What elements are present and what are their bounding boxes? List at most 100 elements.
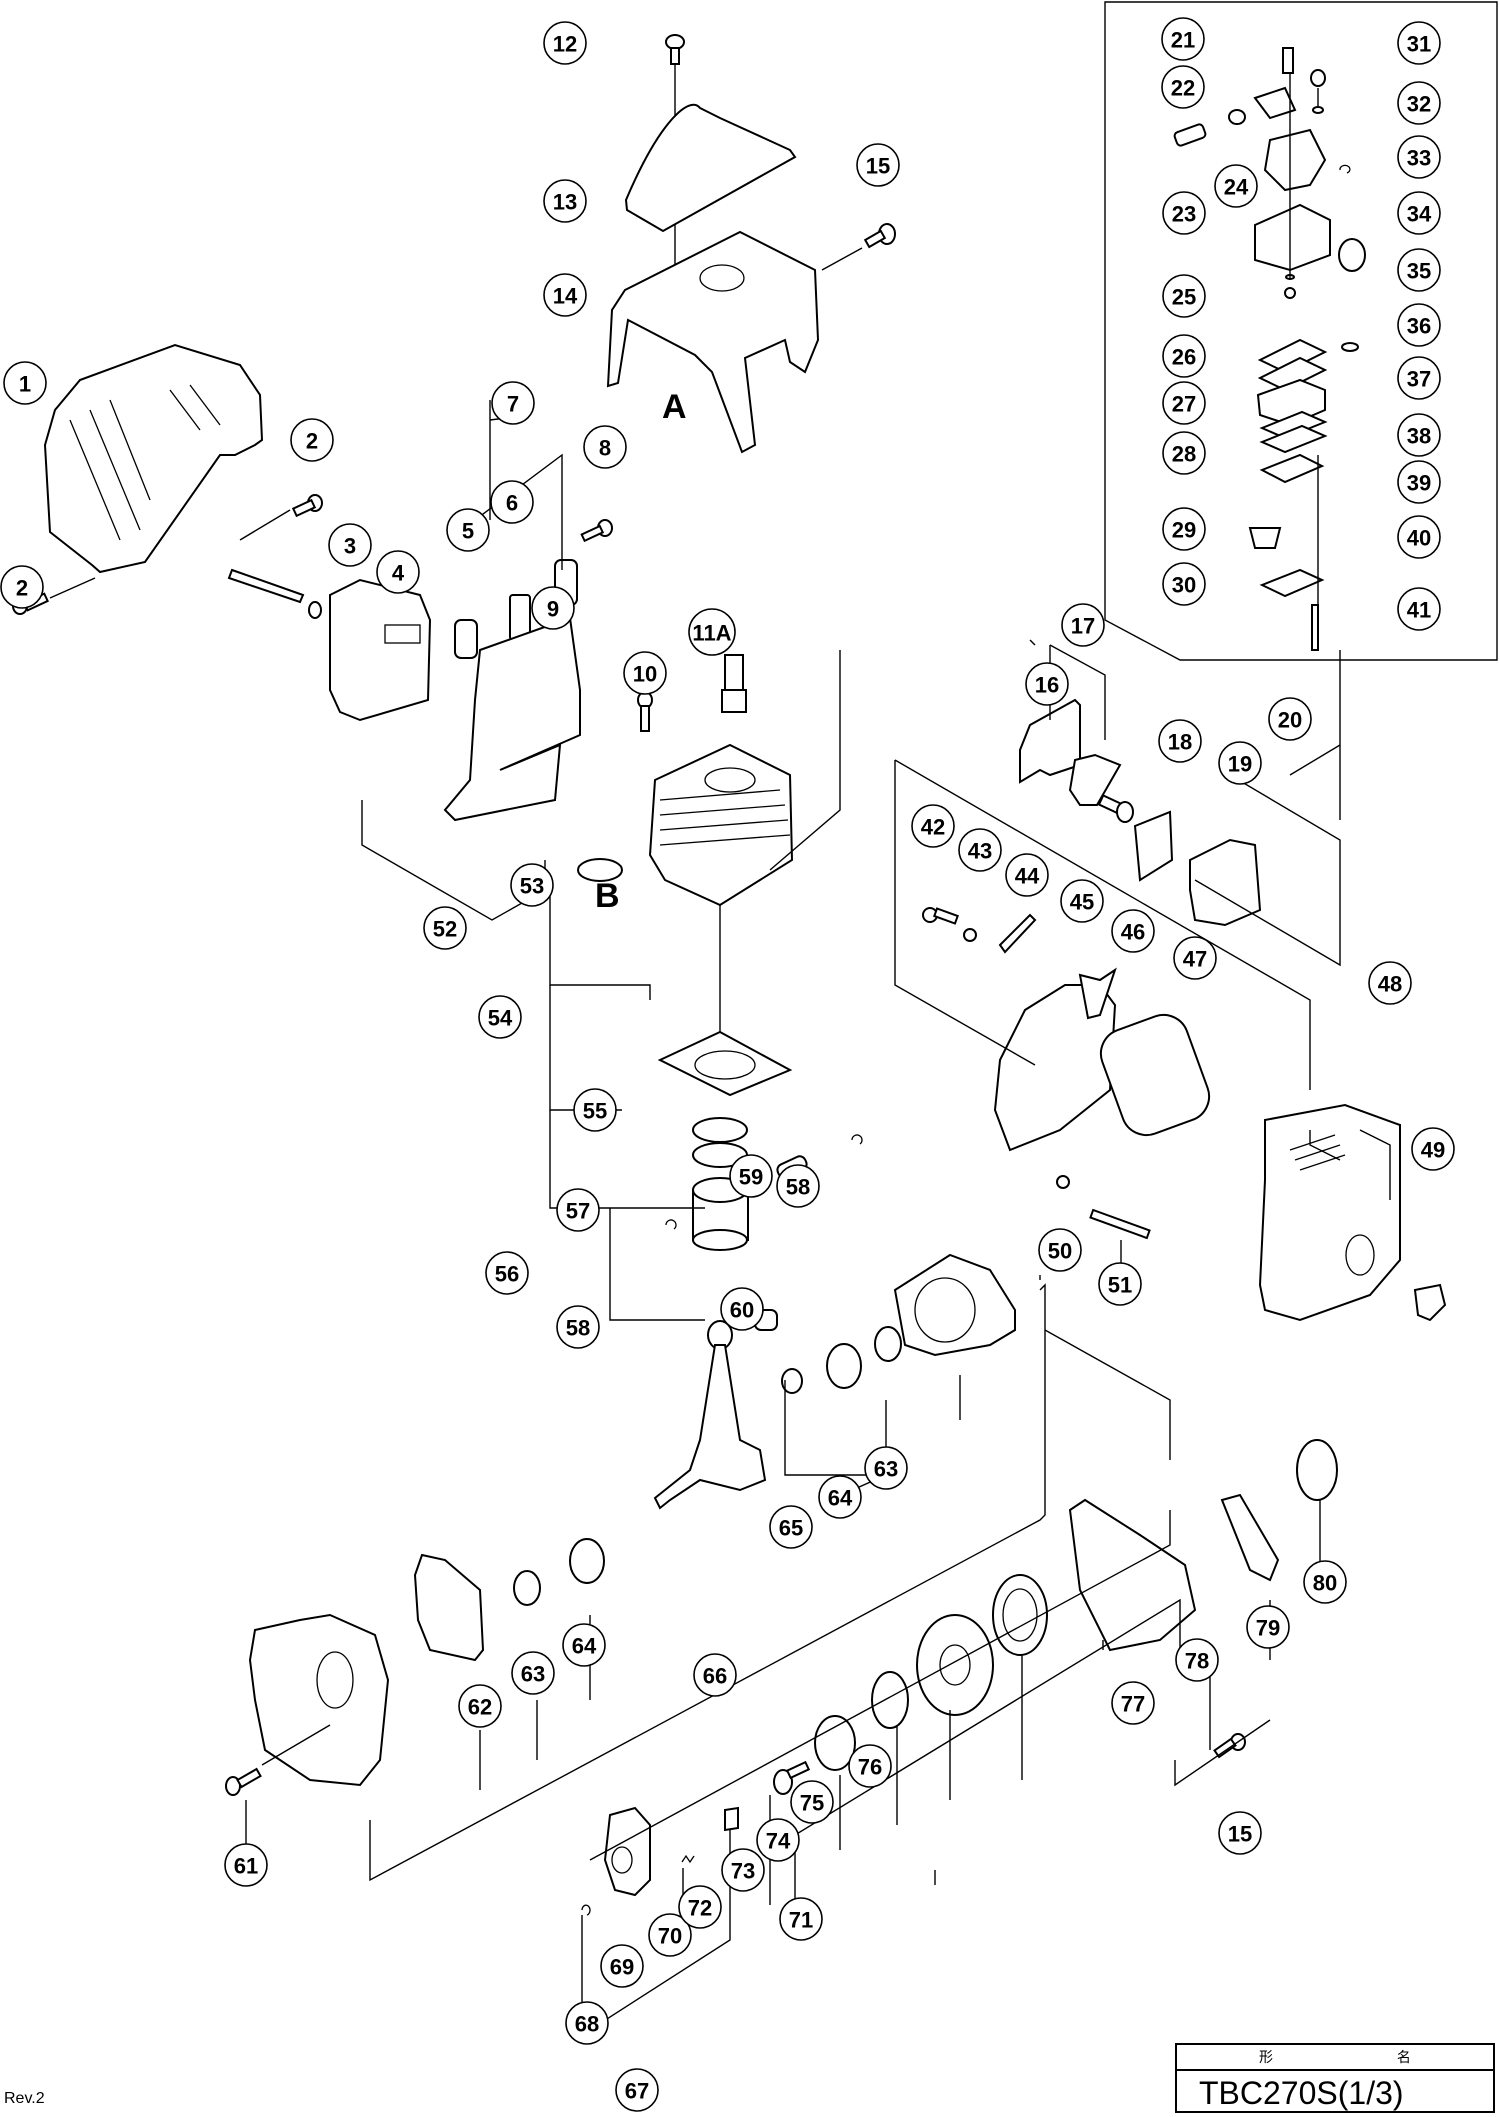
callout-66: 66 xyxy=(693,1653,737,1697)
callout-38: 38 xyxy=(1397,413,1441,457)
title-block-header: 形 名 xyxy=(1177,2045,1493,2071)
callout-circle xyxy=(0,565,44,609)
callout-circle xyxy=(1397,413,1441,457)
callout-label: 64 xyxy=(828,1486,853,1511)
crankcase-left-icon xyxy=(248,1613,390,1787)
callout-circle xyxy=(1061,603,1105,647)
callout-30: 30 xyxy=(1162,562,1206,606)
callout-label: 58 xyxy=(566,1316,590,1341)
callout-40: 40 xyxy=(1397,515,1441,559)
callout-50: 50 xyxy=(1038,1228,1082,1272)
callout-circle xyxy=(562,1623,606,1667)
crankshaft-icon xyxy=(653,1344,767,1510)
callout-32: 32 xyxy=(1397,81,1441,125)
callout-circle xyxy=(1175,1638,1219,1682)
callout-circle xyxy=(911,804,955,848)
clip-33-icon xyxy=(1339,164,1351,174)
screw-15-icon xyxy=(863,223,896,249)
gasket-53-icon xyxy=(577,858,623,882)
cover-13-icon xyxy=(624,103,797,233)
bolt-3-icon xyxy=(227,568,305,604)
callout-59: 59 xyxy=(729,1154,773,1198)
callout-circle xyxy=(1218,1811,1262,1855)
oil-seal-63a-icon xyxy=(874,1326,902,1362)
callout-46: 46 xyxy=(1111,909,1155,953)
carburetor-detail-parts xyxy=(1173,47,1366,651)
callout-circle xyxy=(1397,460,1441,504)
spring-69-icon xyxy=(681,1854,695,1864)
callout-circle xyxy=(678,1885,722,1929)
clip-58b-icon xyxy=(665,1219,677,1230)
callout-7: 7 xyxy=(491,381,535,425)
callout-circle xyxy=(565,2001,609,2045)
callout-circle xyxy=(693,1653,737,1697)
callout-circle xyxy=(1162,507,1206,551)
reel-75-icon xyxy=(916,1614,994,1716)
callout-circle xyxy=(1368,961,1412,1005)
callout-circle xyxy=(423,906,467,950)
callout-circle xyxy=(818,1475,862,1519)
callout-label: 55 xyxy=(583,1099,607,1124)
bolt-2b-icon xyxy=(291,494,323,518)
callout-circle xyxy=(573,1088,617,1132)
callout-20: 20 xyxy=(1268,697,1312,741)
callout-52: 52 xyxy=(423,906,467,950)
diaphragm-38-icon xyxy=(1259,410,1328,440)
callout-label: 59 xyxy=(739,1165,763,1190)
gasket-62-icon xyxy=(413,1553,485,1662)
callout-label: 53 xyxy=(520,874,544,899)
callout-label: 67 xyxy=(625,2079,649,2104)
callout-label: 41 xyxy=(1407,598,1431,623)
clutch-67-icon xyxy=(603,1806,651,1897)
callout-label: 62 xyxy=(468,1695,492,1720)
callout-circle xyxy=(511,1651,555,1695)
callout-56: 56 xyxy=(485,1251,529,1295)
callout-label: 76 xyxy=(858,1755,882,1780)
callout-35: 35 xyxy=(1397,248,1441,292)
callout-label: 69 xyxy=(610,1955,634,1980)
starter-handle-79-icon xyxy=(1220,1493,1280,1582)
callout-circle xyxy=(600,1944,644,1988)
callout-label: 4 xyxy=(392,561,405,586)
callout-27: 27 xyxy=(1162,381,1206,425)
callout-circle xyxy=(510,863,554,907)
callout-47: 47 xyxy=(1173,936,1217,980)
callout-circle xyxy=(1162,562,1206,606)
callout-circle xyxy=(1158,719,1202,763)
piston-56-icon xyxy=(692,1177,749,1251)
screw-72-icon xyxy=(773,1760,811,1795)
callout-circle xyxy=(556,1305,600,1349)
callout-68: 68 xyxy=(565,2001,609,2045)
callout-label: 18 xyxy=(1168,730,1192,755)
callout-label: 45 xyxy=(1070,890,1094,915)
callout-label: 79 xyxy=(1256,1616,1280,1641)
callout-circle xyxy=(1246,1605,1290,1649)
bolt-15b-icon xyxy=(1213,1733,1246,1759)
callout-36: 36 xyxy=(1397,303,1441,347)
intake-assembly xyxy=(1019,698,1262,927)
cover-30-icon xyxy=(1259,568,1325,598)
callout-circle xyxy=(720,1287,764,1331)
callout-label: 43 xyxy=(968,839,992,864)
crankshaft-assembly xyxy=(225,1253,1016,1796)
callout-71: 71 xyxy=(779,1897,823,1941)
crankcase-right-icon xyxy=(893,1253,1016,1357)
callout-69: 69 xyxy=(600,1944,644,1988)
callout-circle xyxy=(1397,21,1441,65)
callout-circle xyxy=(1025,662,1069,706)
callout-circle xyxy=(1162,431,1206,475)
muffler-52-icon xyxy=(329,578,432,722)
callout-label: 54 xyxy=(488,1006,513,1031)
callout-76: 76 xyxy=(848,1744,892,1788)
callout-label: 21 xyxy=(1171,28,1195,53)
bolt-8-icon xyxy=(580,519,613,543)
callout-circle xyxy=(688,608,736,656)
oil-seal-63b-icon xyxy=(513,1570,541,1606)
callout-63b: 63 xyxy=(511,1651,555,1695)
callout-circle xyxy=(1397,191,1441,235)
shoe-70-icon xyxy=(724,1806,739,1832)
callout-12: 12 xyxy=(543,21,587,65)
callout-circle xyxy=(848,1744,892,1788)
callout-label: 44 xyxy=(1015,864,1040,889)
